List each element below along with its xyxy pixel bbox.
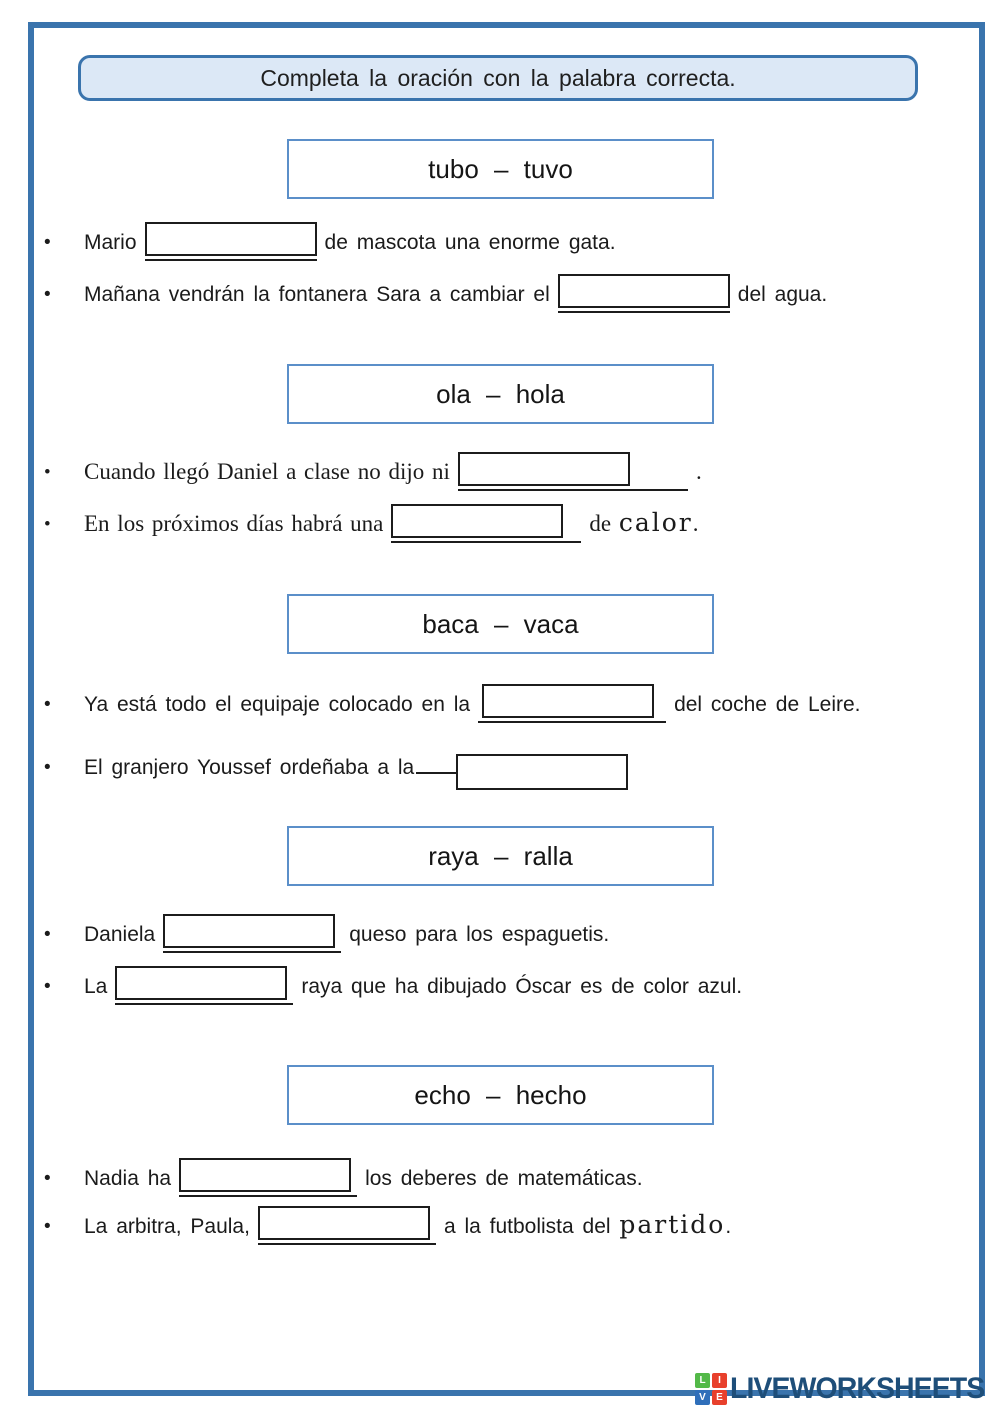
bullet-icon: • (44, 694, 51, 715)
answer-blank[interactable] (478, 684, 667, 723)
sentence-text: En los próximos días habrá una (84, 511, 384, 536)
sentence-text: . (725, 1215, 732, 1238)
sentence-text: Nadia ha (84, 1167, 172, 1190)
answer-blank[interactable] (163, 914, 342, 953)
sentence-text: El granjero Youssef ordeñaba a la (84, 756, 415, 779)
liveworksheets-brand-text: LIVEWORKSHEETS (730, 1372, 985, 1405)
answer-box[interactable] (457, 452, 630, 486)
answer-blank[interactable] (144, 222, 317, 261)
sentence-row: • En los próximos días habrá una de calor. (44, 504, 699, 543)
answer-box[interactable] (144, 222, 317, 256)
logo-tile-l: L (695, 1373, 710, 1388)
sentence-row: • La raya que ha dibujado Óscar es de colo… (44, 966, 742, 1005)
sentence-row: • Nadia ha los deberes de matemáticas. (44, 1158, 643, 1197)
bullet-icon: • (44, 284, 51, 305)
answer-blank[interactable] (179, 1158, 358, 1197)
sentence-row: • La arbitra, Paula, a la futbolista del p… (44, 1206, 731, 1245)
answer-blank[interactable] (456, 754, 629, 790)
sentence-text: del agua. (737, 283, 828, 306)
answer-blank[interactable] (115, 966, 294, 1005)
answer-box[interactable] (179, 1158, 352, 1192)
sentence-row: • Mañana vendrán la fontanera Sara a camb… (44, 274, 827, 313)
answer-box[interactable] (391, 504, 564, 538)
answer-box[interactable] (257, 1206, 430, 1240)
sentence-text: La (84, 975, 108, 998)
bullet-icon: • (44, 232, 51, 253)
sentence-text: del coche de Leire. (674, 693, 861, 716)
section-heading-label: tubo – tuvo (428, 153, 573, 184)
section-heading-label: baca – vaca (422, 608, 579, 639)
answer-blank[interactable] (391, 504, 582, 543)
sentence-text: Mario (84, 231, 137, 254)
sentence-row: • Mario de mascota una enorme gata. (44, 222, 616, 261)
sentence-text: de mascota una enorme gata. (324, 231, 616, 254)
logo-tile-i: I (712, 1373, 727, 1388)
sentence-text: . (695, 459, 702, 484)
section-heading-label: echo – hecho (414, 1079, 587, 1110)
answer-blank[interactable] (557, 274, 730, 313)
sentence-text: . (692, 511, 699, 536)
section-heading-tubo-tuvo: tubo – tuvo (287, 139, 714, 199)
answer-blank[interactable] (257, 1206, 436, 1245)
section-heading-raya-ralla: raya – ralla (287, 826, 714, 886)
answer-box[interactable] (482, 684, 655, 718)
bullet-icon: • (44, 1216, 51, 1237)
section-heading-ola-hola: ola – hola (287, 364, 714, 424)
section-heading-baca-vaca: baca – vaca (287, 594, 714, 654)
sentence-row: • Ya está todo el equipaje colocado en la… (44, 684, 861, 723)
sentence-text: Mañana vendrán la fontanera Sara a cambi… (84, 283, 550, 306)
sentence-text-emphasis: calor (618, 508, 693, 537)
page-border (28, 22, 985, 1396)
sentence-text: raya que ha dibujado Óscar es de color a… (301, 975, 743, 998)
sentence-row: • El granjero Youssef ordeñaba a la (44, 738, 629, 790)
sentence-text: a la futbolista del (443, 1215, 611, 1238)
sentence-row: • Cuando llegó Daniel a clase no dijo ni. (44, 452, 702, 491)
answer-box[interactable] (163, 914, 336, 948)
bullet-icon: • (44, 514, 51, 535)
answer-blank[interactable] (457, 452, 688, 491)
bullet-icon: • (44, 976, 51, 997)
sentence-text: La arbitra, Paula, (84, 1215, 250, 1238)
sentence-text: queso para los espaguetis. (349, 923, 610, 946)
section-heading-echo-hecho: echo – hecho (287, 1065, 714, 1125)
worksheet-title: Completa la oración con la palabra corre… (260, 64, 736, 91)
sentence-text: de (589, 511, 612, 536)
bullet-icon: • (44, 924, 51, 945)
bullet-icon: • (44, 1168, 51, 1189)
blank-lead-line (416, 772, 457, 774)
section-heading-label: ola – hola (436, 378, 565, 409)
section-heading-label: raya – ralla (428, 840, 573, 871)
sentence-row: • Daniela queso para los espaguetis. (44, 914, 609, 953)
answer-box[interactable] (115, 966, 288, 1000)
answer-box[interactable] (557, 274, 730, 308)
logo-tile-v: V (695, 1390, 710, 1405)
bullet-icon: • (44, 757, 51, 778)
sentence-text: Ya está todo el equipaje colocado en la (84, 693, 471, 716)
worksheet-title-box: Completa la oración con la palabra corre… (78, 55, 918, 101)
bullet-icon: • (44, 462, 51, 483)
sentence-text: Cuando llegó Daniel a clase no dijo ni (84, 459, 450, 484)
logo-tile-e: E (712, 1390, 727, 1405)
sentence-text-emphasis: partido (619, 1210, 726, 1239)
sentence-text: los deberes de matemáticas. (365, 1167, 643, 1190)
sentence-text: Daniela (84, 923, 156, 946)
